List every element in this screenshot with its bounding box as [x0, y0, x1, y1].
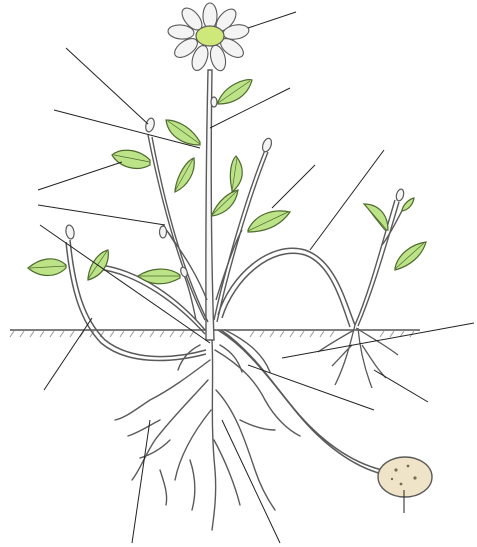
label-leader-line — [44, 318, 92, 390]
label-leader-line — [272, 165, 315, 208]
runner-right — [218, 248, 355, 327]
label-leader-line — [310, 150, 384, 250]
label-leader-line — [38, 205, 165, 225]
tuber-eye — [394, 468, 397, 471]
flower-center — [196, 26, 224, 46]
leaf — [402, 198, 414, 211]
runner-node-roots — [318, 325, 398, 388]
fibrous-root-4 — [190, 460, 195, 510]
leaf — [138, 269, 180, 284]
lateral-root-right-2 — [216, 390, 275, 510]
leaf-veins — [30, 81, 424, 279]
bud — [179, 266, 188, 277]
leaf — [112, 150, 150, 168]
leaves — [28, 80, 426, 284]
bud — [395, 188, 405, 201]
bud — [160, 226, 167, 238]
tuber — [378, 457, 432, 497]
leaf — [395, 242, 426, 270]
fibrous-root-3 — [160, 470, 167, 505]
lateral-root-left-4 — [128, 420, 160, 436]
label-leader-line — [132, 420, 150, 543]
tuber-body — [378, 457, 432, 497]
bud — [261, 137, 273, 153]
flower — [167, 3, 250, 73]
fibrous-root-2 — [220, 345, 242, 372]
leaf — [175, 158, 194, 192]
lateral-root-left-1 — [115, 360, 210, 420]
label-leader-line — [248, 12, 296, 28]
label-leader-line — [374, 370, 428, 402]
label-leader-line — [282, 323, 474, 358]
leaf — [166, 120, 200, 145]
label-leader-line — [40, 225, 210, 343]
bud — [211, 97, 217, 107]
bud — [65, 224, 75, 239]
stolon-to-tuber — [218, 330, 382, 474]
lateral-root-right-4 — [240, 420, 275, 430]
label-leader-line — [66, 48, 148, 124]
bud — [144, 117, 155, 133]
lateral-root-right-3 — [225, 330, 270, 372]
taproot — [212, 340, 216, 530]
label-leader-line — [222, 420, 280, 543]
label-leader-line — [38, 162, 122, 190]
